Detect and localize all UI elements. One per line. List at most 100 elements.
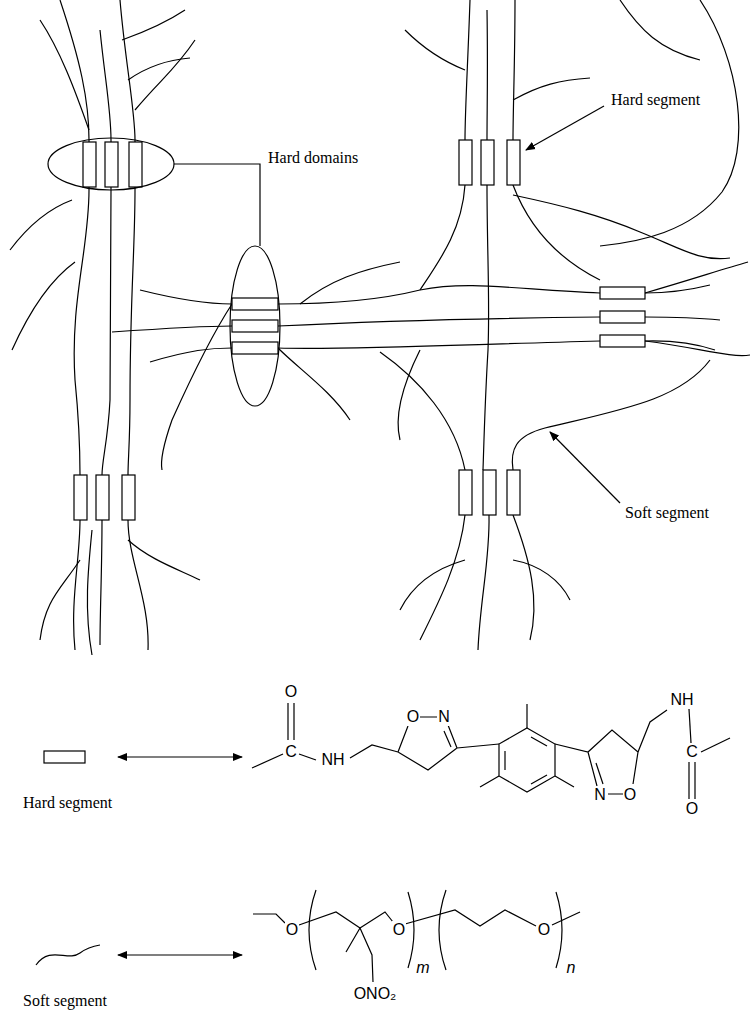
atom-label: NH xyxy=(669,691,694,709)
soft-segment-network xyxy=(278,348,350,420)
callout-label: Hard segment xyxy=(610,91,701,109)
atom-label: ONO₂ xyxy=(353,985,398,1003)
pointer-arrow xyxy=(526,106,620,503)
legend-sample xyxy=(36,945,100,965)
hard-segment-block xyxy=(74,475,87,520)
hard-segment-block xyxy=(459,470,472,515)
soft-segment-network xyxy=(398,350,420,440)
chemical-bond xyxy=(405,910,536,926)
callout-label: Hard domains xyxy=(267,149,359,167)
chemical-bond xyxy=(457,744,499,748)
soft-segment-network xyxy=(10,0,750,655)
chemical-bond xyxy=(299,912,393,982)
soft-segment-network xyxy=(600,0,739,246)
atom-label: O xyxy=(284,683,298,701)
soft-segment-network xyxy=(645,341,750,356)
chemical-bond xyxy=(555,730,638,794)
hard-segment-block xyxy=(96,475,109,520)
hard-segment-block xyxy=(481,140,494,185)
hard-segment-block xyxy=(600,335,645,347)
chemical-bond xyxy=(408,892,414,968)
chemical-bond xyxy=(288,703,294,740)
hard-segment-block xyxy=(122,475,135,520)
legend-sample xyxy=(36,751,242,965)
legend-label: Soft segment xyxy=(22,992,108,1010)
hard-segment-block xyxy=(483,470,496,515)
soft-segment-network xyxy=(513,515,534,640)
hard-domain-outline xyxy=(174,164,260,246)
chemical-bond xyxy=(689,709,691,743)
chemical-bond xyxy=(253,914,285,923)
soft-segment-network xyxy=(100,30,111,645)
soft-segment-network xyxy=(12,262,75,350)
soft-segment-network xyxy=(128,58,190,80)
atom-label: N xyxy=(593,786,607,804)
hard-segment-block xyxy=(600,311,645,323)
legend-sample xyxy=(44,751,85,763)
chemical-bond xyxy=(499,728,555,792)
hard-segment-block xyxy=(83,142,96,187)
hard-domain-outline xyxy=(48,138,280,406)
hard-segment-block xyxy=(74,140,645,520)
hard-segment-block xyxy=(232,342,278,354)
repeat-index: n xyxy=(566,959,577,977)
atom-label: C xyxy=(685,743,699,761)
repeat-index: m xyxy=(415,959,430,977)
hard-domain-outline xyxy=(230,246,280,406)
atom-label: O xyxy=(285,921,299,939)
chemical-bond xyxy=(309,890,316,970)
atom-label: O xyxy=(537,921,551,939)
legend-label: Hard segment xyxy=(22,794,113,812)
hard-segment-block xyxy=(105,142,118,187)
chemical-bond xyxy=(252,754,283,768)
soft-segment-network xyxy=(140,285,710,304)
soft-segment-network xyxy=(40,20,89,130)
atom-label: NH xyxy=(320,751,345,769)
soft-segment-network xyxy=(300,262,400,304)
chemical-bond xyxy=(552,912,580,925)
atom-label: O xyxy=(685,800,699,818)
atom-label: O xyxy=(623,786,637,804)
chemical-bond xyxy=(252,703,730,982)
hard-segment-block xyxy=(507,470,520,515)
chemical-bond xyxy=(689,762,695,799)
soft-segment-network xyxy=(128,540,200,580)
hard-domain-outline xyxy=(48,138,174,190)
soft-segment-network xyxy=(162,304,232,470)
chemical-bond xyxy=(350,745,398,758)
soft-segment-network xyxy=(478,515,489,650)
chemical-bond xyxy=(299,754,316,760)
legend-sample xyxy=(118,756,242,757)
pointer-arrow xyxy=(550,432,620,503)
atom-label: O xyxy=(392,921,406,939)
soft-segment-network xyxy=(513,560,570,600)
soft-segment-network xyxy=(512,360,710,470)
soft-segment-network xyxy=(10,200,72,250)
soft-segment-network xyxy=(122,10,185,40)
soft-segment-network xyxy=(60,0,89,650)
hard-segment-block xyxy=(507,140,520,185)
soft-segment-network xyxy=(483,10,489,470)
atom-label: O xyxy=(406,708,420,726)
soft-segment-network xyxy=(513,78,590,100)
legend-sample xyxy=(118,954,242,955)
soft-segment-network xyxy=(380,352,465,470)
chemical-bond xyxy=(701,738,730,752)
soft-segment-network xyxy=(40,560,80,640)
soft-segment-network xyxy=(400,560,465,610)
atom-label: N xyxy=(437,708,451,726)
chemical-bond xyxy=(556,892,562,968)
hard-segment-block xyxy=(232,320,278,332)
atom-label: C xyxy=(284,743,298,761)
soft-segment-network xyxy=(405,30,465,70)
hard-segment-block xyxy=(600,287,645,299)
hard-segment-block xyxy=(232,298,278,310)
soft-segment-network xyxy=(645,262,748,293)
hard-segment-block xyxy=(129,142,142,187)
hard-segment-block xyxy=(459,140,472,185)
soft-segment-network xyxy=(513,195,730,259)
pointer-arrow xyxy=(526,106,604,150)
soft-segment-network xyxy=(87,530,92,655)
